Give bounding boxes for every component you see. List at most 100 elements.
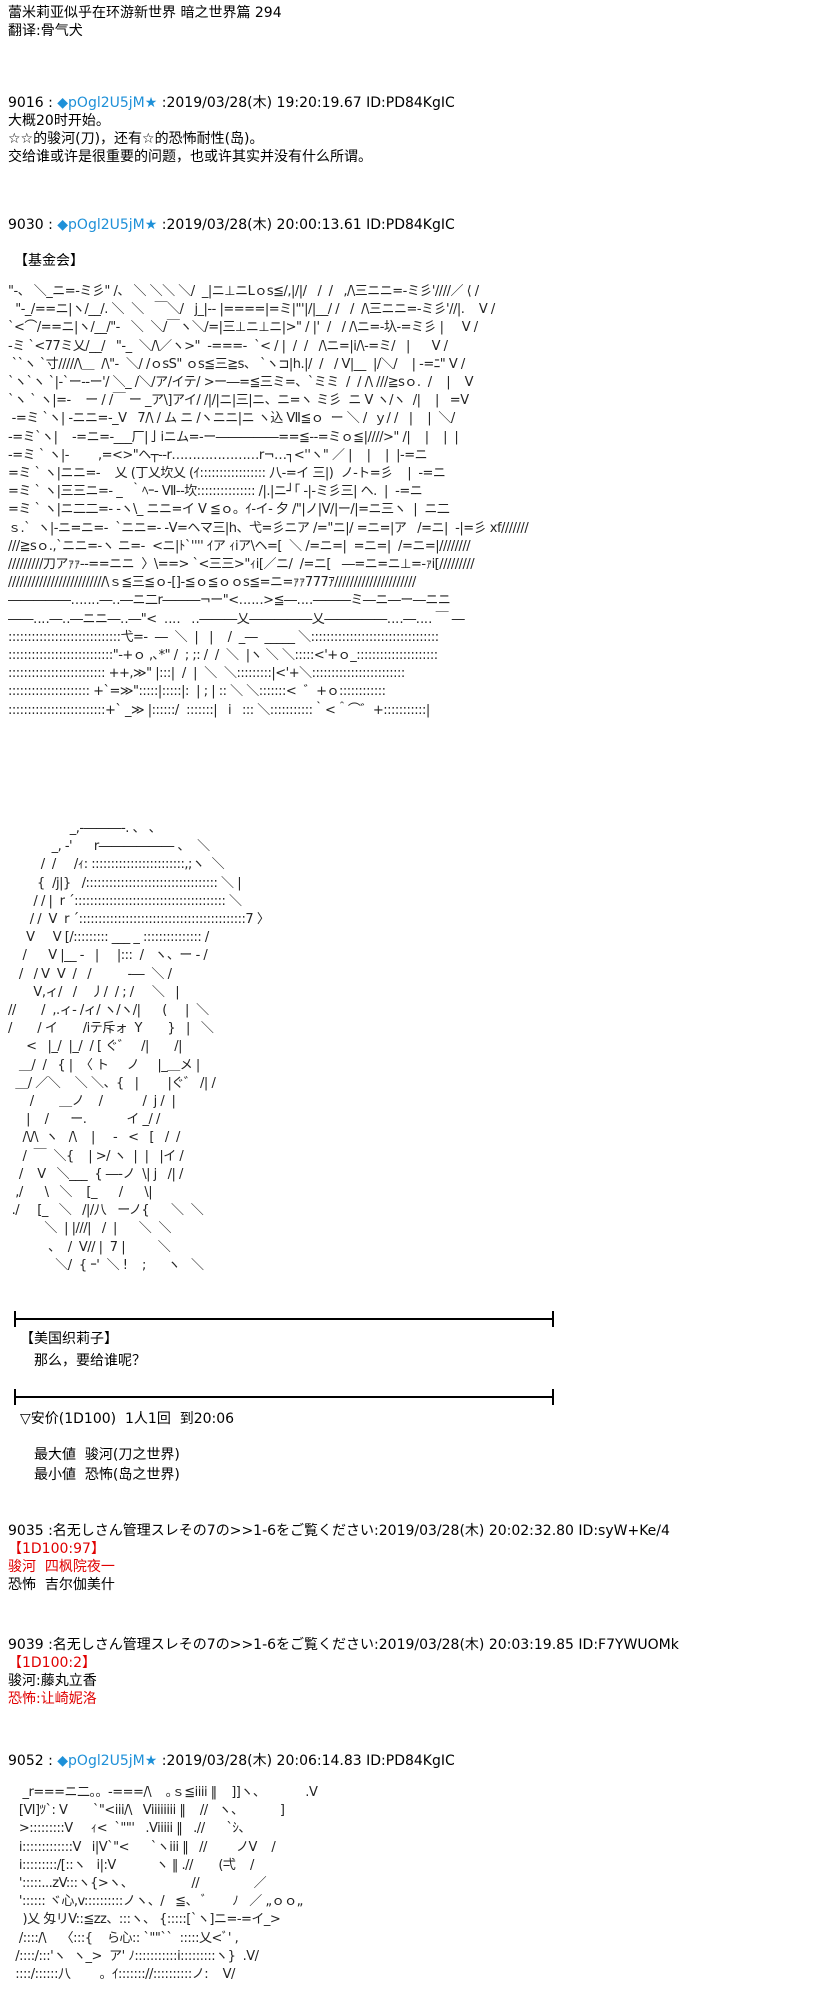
art-line: | / ー. イ _/ / — [8, 1112, 160, 1128]
art-line: >:::::::::V ｨ< `""' .Viiiii ‖ .// `ｼ、 — [8, 1821, 251, 1837]
art-line: // / ,.ィ‐ /ィ/ ヽ/ヽ/| ( | ＼ — [8, 1003, 209, 1019]
art-line: / ＿ノ / / j / | — [8, 1094, 176, 1110]
poster-name-link[interactable]: ◆pOgl2U5jM — [57, 95, 145, 111]
post-line: ☆☆的骏河(刀)，还有☆的恐怖耐性(岛)。 — [8, 131, 264, 147]
post-line: 骏河 四枫院夜一 — [8, 1559, 115, 1575]
art-line: V V [/::::::::: ___ _ ::::::::::::::: / — [8, 930, 209, 946]
art-line: -=ミ`ヽ| -=ニ=-___厂|亅iニム=-ー―――――==≦-‐=ミｏ≦|/… — [8, 429, 459, 445]
post-line: 骏河:藤丸立香 — [8, 1673, 97, 1689]
art-line: ':::::: ヾ心,v::::::::::ノヽ、/ ≦、 ﾞ ﾉ ／ „ｏｏ„ — [8, 1894, 303, 1910]
post-number: 9016 — [8, 95, 44, 111]
thread-title: 蕾米莉亚似乎在环游新世界 暗之世界篇 294 — [8, 5, 282, 21]
art-line: ―――――…‥‥―‥―ニ二r―――¬ー"<‥‥‥>≦―‥‥―――ミ―ニ―ー―ニニ — [8, 593, 451, 609]
art-line: :::::::::::::::::::::::::::"‐+ｏ ,､*" / ;… — [8, 648, 438, 664]
art-line: / / V V / / ‐― ＼ / — [8, 966, 172, 982]
poster-name-link[interactable]: ◆pOgl2U5jM — [57, 217, 145, 233]
art-line: ＿/ ／＼ ＼ ＼、{ | |ぐ゛ /| / — [8, 1075, 216, 1091]
min-value-line: 最小値 恐怖(岛之世界) — [34, 1467, 180, 1483]
art-line: / / V r ´:::::::::::::::::::::::::::::::… — [8, 912, 270, 928]
art-line: /::::/\ 〈:::{ ら心:: `""`` :::::乂<ﾞ' , — [8, 1930, 239, 1946]
art-line: ＼/ { ｰ' ＼ ! ; ヽ ＼ — [8, 1257, 204, 1273]
art-line: i:::::::::::::V i|V`"< `ヽiii ‖ // ノV / — [8, 1839, 276, 1855]
art-line: )乂 匁リV::≦zz、:::ヽ、 {:::::[`ヽ]ニ=-=イ_> — [8, 1912, 281, 1928]
art-line: "-_/==ニ|ヽ/__/. ＼ ＼ ￣＼/ j_|-- |====|=ミ|"'… — [8, 302, 495, 318]
vote-title: ▽安价(1D100) 1人1回 到20:06 — [20, 1411, 235, 1427]
art-line: -ミ `<77ミ乂/__/ "-_ ＼/\／ヽ>" -===- `< / | /… — [8, 338, 448, 354]
post-header: 9052 : ◆pOgl2U5jM★ :2019/03/28(木) 20:06:… — [8, 1753, 455, 1769]
ascii-art-foundation: "-、 ＼_ニ=-ミ彡" /、 ＼ ＼＼ ＼/ _|ニ⊥ニLｏs≦/,|/|/ … — [8, 283, 833, 783]
art-line: ｓ.` ヽ|-ニ=ニ=- `ニニ=- -V=ヘマ三|h、弋=彡ニア /="ニ|/… — [8, 520, 529, 536]
art-line: ＼ | |///| / | ＼ ＼ — [8, 1221, 171, 1237]
art-line: { /j|} /::::::::::::::::::::::::::::::::… — [8, 875, 242, 891]
post-meta: :2019/03/28(木) 20:00:13.61 ID:PD84KgIC — [157, 217, 455, 233]
post-number: 9035 — [8, 1523, 44, 1539]
art-line: ＿/ / { | 〈 ト ノ |_＿メ | — [8, 1057, 200, 1073]
post-number: 9052 — [8, 1753, 44, 1769]
art-line: ::::::::::::::::::::: +`=≫":::::|:::::|:… — [8, 684, 386, 700]
translator-credit: 翻译:骨气犬 — [8, 23, 83, 39]
post-number: 9030 — [8, 217, 44, 233]
art-line: -=ミ `ヽ| -ニニ=-_V 7/\ / ム ニ /ヽニニ|ニ ヽ込 Ⅶ≦ｏ … — [8, 411, 456, 427]
art-line: 、 / V// | 7 | ＼ — [8, 1239, 171, 1255]
art-line: / V |__ ‐ | |::: / ヽ、ー - / — [8, 948, 208, 964]
art-line: =ミ ` ヽ|三三ニ=- _ ｀ﾍｰ‐ Ⅶ-‐坎::::::::::::::: … — [8, 484, 423, 500]
art-line: [Ⅵ]ﾂ`: V `"<iii/\ Viiiiiiii ‖ // ヽ、 ] — [8, 1803, 285, 1819]
art-line: ``ヽ `寸/////\＿ /\"- ＼/ /ｏsS" ｏs≦三≧s、 `ヽ⊐|… — [8, 356, 466, 372]
speaker-name: 【美国织莉子】 — [20, 1331, 118, 1347]
art-line: / ￣ ＼{ | >/ ヽ | | |イ / — [8, 1148, 184, 1164]
post-line: 大概20时开始。 — [8, 113, 110, 129]
post-line: 恐怖 吉尔伽美什 — [8, 1577, 115, 1593]
max-value-line: 最大値 骏河(刀之世界) — [34, 1447, 180, 1463]
post-meta: :2019/03/28(木) 19:20:19.67 ID:PD84KgIC — [157, 95, 455, 111]
speech-text: 那么，要给谁呢？ — [34, 1353, 146, 1369]
ascii-art-scene: _r===ニ二。。-===/\ ｡ｓ≦iiii ‖ ]]ヽ、 .V [Ⅵ]ﾂ`:… — [8, 1784, 568, 2000]
star-icon: ★ — [144, 1753, 158, 1769]
star-icon: ★ — [144, 217, 158, 233]
art-line: ':::::...zV:::ヽ{>ヽ、 // ／ — [8, 1876, 267, 1892]
art-line: `ヽ`ヽ `|-`ー--ー'/ ＼_ /＼/ア/イテ/ >ー―=≦三ミ=、`ミミ… — [8, 375, 474, 391]
post-meta: :2019/03/28(木) 20:06:14.83 ID:PD84KgIC — [157, 1753, 455, 1769]
art-line: ///≧sｏ.,`ニニ=-ヽ ニ=- <ニ|ﾄ`'''' ｲア ｨiア\ヘ=[ … — [8, 538, 471, 554]
art-line: `<⌒/==ニ|ヽ/__/"- ＼ ＼/￣ヽ＼/=|三⊥ニ⊥ニ|>" / |' … — [8, 320, 478, 336]
post-header: 9030 : ◆pOgl2U5jM★ :2019/03/28(木) 20:00:… — [8, 217, 455, 233]
scene-label: 【基金会】 — [14, 253, 84, 269]
art-line: "-、 ＼_ニ=-ミ彡" /、 ＼ ＼＼ ＼/ _|ニ⊥ニLｏs≦/,|/|/ … — [8, 284, 479, 299]
dice-roll: 【1D100:2】 — [8, 1655, 97, 1671]
dice-roll: 【1D100:97】 — [8, 1541, 105, 1557]
art-line: ,/ \ ＼ [_ / \| — [8, 1185, 153, 1201]
art-line: < |_/ |_/ / [ ぐ゛ /| /| — [8, 1039, 183, 1055]
art-line: ./ [_ ＼ /|/八 ーノ{ ＼ ＼ — [8, 1203, 204, 1219]
art-line: =ミ ` ヽ|ニ二二=- ‐ヽ\_ ニニ=イ V ≦ｏ。ｲ-イ- 夕 /"|ノ|… — [8, 502, 450, 518]
art-line: /::::/:::'ヽ ヽ_> ア' ﾉ:::::::::::i::::::::… — [8, 1948, 259, 1964]
art-line: / / | r ´:::::::::::::::::::::::::::::::… — [8, 893, 242, 909]
art-line: _, ‐' r―――――― 、 ＼ — [8, 839, 211, 855]
art-line: `ヽ ` ヽ|=- ー / /￣ ー _ア\]アイ/ /|/|ニ|三|ニ、ニ=ヽ… — [8, 393, 469, 409]
art-line: / / /ｨ: ::::::::::::::::::::::::,;ヽ ＼ — [8, 857, 225, 873]
ascii-art-character: _,-―――-. 、 、 _, ‐' r―――――― 、 ＼ / / /ｨ: :… — [8, 820, 568, 1290]
art-line: =ミ ` ヽ|ニニ=- 乂 (丁乂坎乂 (ｲ::::::::::::::::: … — [8, 466, 446, 482]
poster-name-link[interactable]: ◆pOgl2U5jM — [57, 1753, 145, 1769]
art-line: _,-―――-. 、 、 — [8, 821, 162, 836]
post-line: 恐怖:让崎妮洛 — [8, 1691, 97, 1707]
art-line: ::::/::::::八 。ｲ::::::://::::::::::ノ: V/ — [8, 1967, 235, 1983]
post-number: 9039 — [8, 1637, 44, 1653]
art-line: -=ミ ` ヽ|- ,=<>"ヘ┬‐‐r…………………r¬…┐<''ヽ" ／ |… — [8, 447, 428, 463]
art-line: / / イ /iテ斥ォ Y } | ＼ — [8, 1021, 214, 1037]
post-meta: :名无しさん管理スレその7の>>1-6をご覧ください:2019/03/28(木)… — [43, 1523, 670, 1539]
post-line: 交给谁或许是很重要的问题，也或许其实并没有什么所谓。 — [8, 149, 372, 165]
art-line: ::::::::::::::::::::::::: ++,≫" |:::| / … — [8, 666, 405, 682]
divider — [14, 1311, 554, 1327]
art-line: ――‥‥―‥―ニニ―‥―"< ‥‥ ‥―――乂―――――乂―――――‥‥―‥‥ … — [8, 611, 465, 627]
art-line: :::::::::::::::::::::::::::::弋=- ― ＼ | |… — [8, 629, 439, 645]
art-line: /////////////////////////\ｓ≦三≦ｏ-[]-≦ｏ≦ｏｏ… — [8, 575, 416, 591]
divider — [14, 1389, 554, 1405]
star-icon: ★ — [144, 95, 158, 111]
art-line: / V ＼___ { ―‐ノ \| j /| / — [8, 1166, 184, 1182]
post-header: 9016 : ◆pOgl2U5jM★ :2019/03/28(木) 19:20:… — [8, 95, 455, 111]
art-line: /\/\ ヽ /\ | - < [ / / — [8, 1130, 181, 1146]
post-meta: :名无しさん管理スレその7の>>1-6をご覧ください:2019/03/28(木)… — [43, 1637, 679, 1653]
art-line: V,ィ/ / 丿/ / ; / ＼ | — [8, 984, 180, 1000]
art-line: :::::::::::::::::::::::::+` _≫ |::::::/ … — [8, 702, 430, 718]
post-header: 9039 :名无しさん管理スレその7の>>1-6をご覧ください:2019/03/… — [8, 1636, 679, 1654]
